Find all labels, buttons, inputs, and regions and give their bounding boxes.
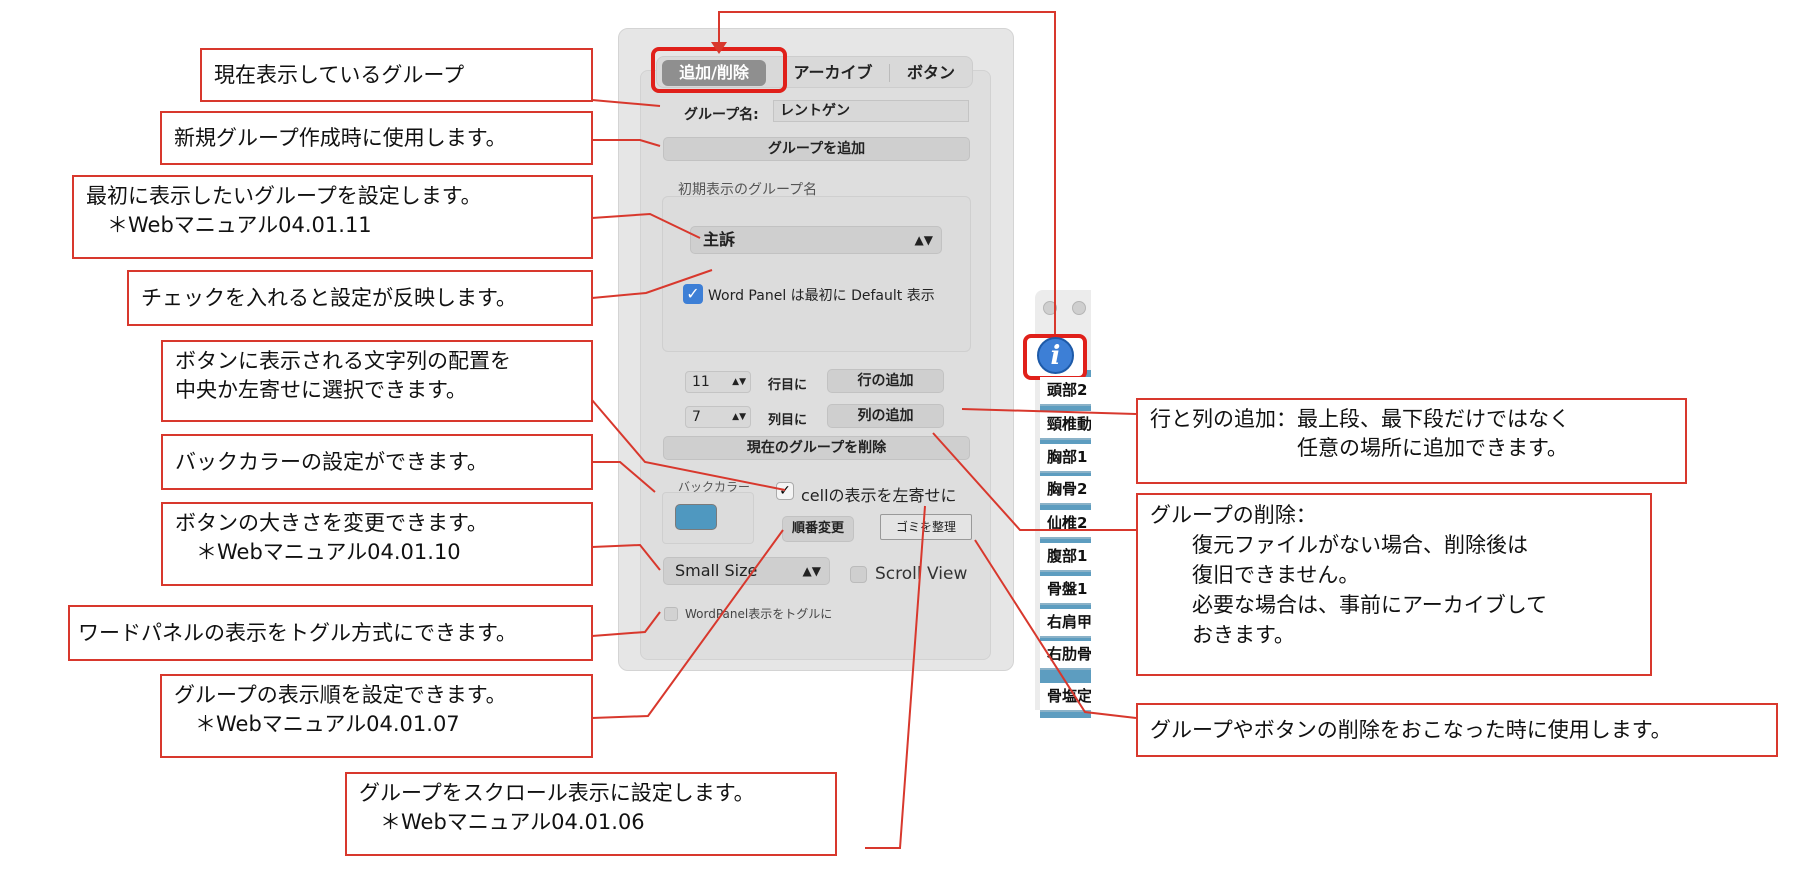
callout-button-size: ボタンの大きさを変更できます。 ＊Webマニュアル04.01.10 (161, 502, 593, 586)
callout-add-row-col: 行と列の追加：最上段、最下段だけではなく 任意の場所に追加できます。 (1136, 398, 1687, 484)
reorder-button[interactable]: 順番変更 (782, 516, 854, 542)
word-panel-cell[interactable]: 腹部1 (1040, 543, 1091, 572)
callout-current-group: 現在表示しているグループ (200, 48, 593, 102)
initial-group-select[interactable]: 主訴 ▲▼ (690, 226, 942, 254)
scroll-view-label: Scroll View (875, 564, 968, 584)
delete-group-button[interactable]: 現在のグループを削除 (663, 436, 970, 460)
tab-buttons[interactable]: ボタン (906, 63, 955, 82)
word-panel-default-label: Word Panel は最初に Default 表示 (708, 288, 935, 304)
back-color-swatch[interactable] (675, 504, 717, 530)
cell-left-align-label: cellの表示を左寄せに (801, 486, 957, 505)
word-panel-cell[interactable]: 仙椎2 (1040, 510, 1091, 539)
callout-delete-group: グループの削除： 復元ファイルがない場合、削除後は 復旧できません。 必要な場合… (1136, 493, 1652, 676)
tab-separator (889, 64, 890, 82)
word-panel-cell[interactable]: 骨塩定 (1040, 683, 1091, 712)
word-panel-cell[interactable]: 胸骨2 (1040, 476, 1091, 505)
callout-checkbox-reflect: チェックを入れると設定が反映します。 (127, 270, 593, 326)
add-row-button[interactable]: 行の追加 (827, 369, 944, 393)
stepper-icon: ▲▼ (732, 412, 746, 422)
word-panel-default-checkbox[interactable]: ✓ (683, 284, 703, 304)
column-stepper-value: 7 (692, 409, 701, 425)
group-name-input[interactable]: レントゲン (773, 100, 969, 122)
callout-button-text-align: ボタンに表示される文字列の配置を 中央か左寄せに選択できます。 (161, 340, 593, 422)
word-panel-cell[interactable]: 胸部1 (1040, 444, 1091, 473)
row-stepper[interactable]: 11 ▲▼ (685, 371, 751, 393)
word-panel-cell[interactable]: 右肋骨 (1040, 641, 1091, 670)
add-column-button[interactable]: 列の追加 (827, 404, 944, 428)
row-stepper-value: 11 (692, 374, 710, 390)
stepper-icon: ▲▼ (732, 377, 746, 387)
callout-scroll-view: グループをスクロール表示に設定します。 ＊Webマニュアル04.01.06 (345, 772, 837, 856)
row-label: 行目に (768, 378, 808, 393)
word-panel-cell[interactable]: 頸椎動 (1040, 411, 1091, 440)
initial-group-box (662, 196, 971, 352)
toggle-label: WordPanel表示をトグルに (685, 607, 833, 621)
initial-group-select-value: 主訴 (703, 230, 736, 249)
window-minimize-icon[interactable] (1072, 301, 1086, 315)
size-select-value: Small Size (675, 561, 758, 580)
size-select[interactable]: Small Size ▲▼ (663, 557, 830, 585)
callout-back-color: バックカラーの設定ができます。 (161, 434, 593, 490)
trash-button[interactable]: ゴミを整理 (880, 514, 972, 540)
tab-archive[interactable]: アーカイブ (793, 63, 873, 82)
group-name-label: グループ名: (684, 107, 759, 123)
word-panel-cell[interactable]: 骨盤1 (1040, 576, 1091, 605)
updown-chevron-icon: ▲▼ (914, 233, 933, 247)
updown-chevron-icon: ▲▼ (802, 564, 821, 578)
callout-initial-group: 最初に表示したいグループを設定します。 ＊Webマニュアル04.01.11 (72, 175, 593, 259)
window-close-icon[interactable] (1043, 301, 1057, 315)
column-stepper[interactable]: 7 ▲▼ (685, 406, 751, 428)
word-panel-cell[interactable]: 頭部2 (1040, 377, 1091, 406)
column-label: 列目に (768, 413, 808, 428)
tab-highlight (651, 47, 787, 93)
callout-new-group: 新規グループ作成時に使用します。 (160, 111, 593, 165)
callout-display-order: グループの表示順を設定できます。 ＊Webマニュアル04.01.07 (160, 674, 593, 758)
word-panel-cell[interactable]: 右肩甲 (1040, 609, 1091, 638)
callout-trash: グループやボタンの削除をおこなった時に使用します。 (1136, 703, 1778, 757)
cell-left-align-checkbox[interactable]: ✓ (776, 482, 794, 500)
callout-toggle-mode: ワードパネルの表示をトグル方式にできます。 (68, 605, 593, 661)
toggle-checkbox[interactable] (664, 607, 678, 621)
add-group-button[interactable]: グループを追加 (663, 137, 970, 161)
info-icon[interactable]: i (1037, 337, 1074, 374)
scroll-view-checkbox[interactable] (850, 566, 867, 583)
